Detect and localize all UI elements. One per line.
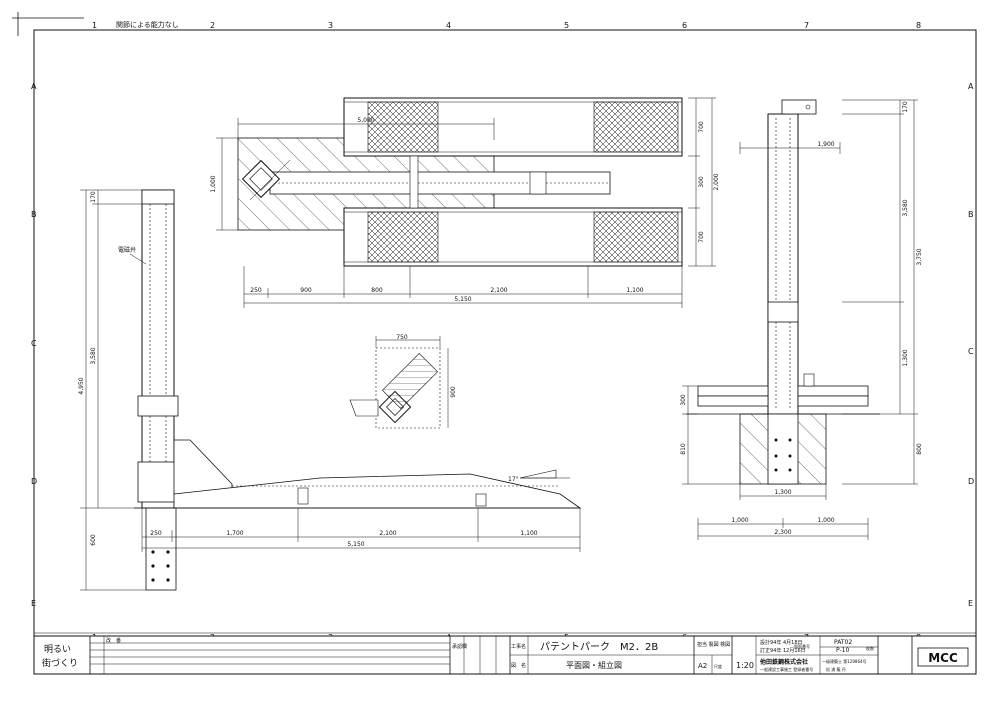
- plan-dim-bottom: 250: [250, 287, 262, 294]
- side-dim-bottom: 1,100: [520, 530, 537, 537]
- grid-col-label: 5: [564, 21, 569, 30]
- detail-dim-top: 750: [396, 334, 408, 341]
- grid-row-label: E: [968, 599, 973, 608]
- slogan-line-1: 明るい: [44, 644, 71, 655]
- grid-col-label: 6: [682, 21, 687, 30]
- company-sub: 一般建設工事施工 登録者番号: [760, 666, 813, 672]
- drawing-no-label: 図面番号: [794, 643, 810, 649]
- grid-row-label: C: [31, 339, 37, 348]
- drawing-label: 図 名: [511, 662, 526, 669]
- grid-col-label: 7: [804, 21, 809, 30]
- sheet-label: 枚数: [866, 645, 874, 651]
- front-dim-left-small: 300: [680, 394, 687, 406]
- detail-dim-right: 900: [450, 386, 457, 398]
- plan-dim-bottom: 1,100: [626, 287, 643, 294]
- paper-size: A2: [698, 662, 707, 670]
- front-dim-right: 800: [916, 443, 923, 455]
- grid-row-label: D: [968, 477, 974, 486]
- grid-row-label: A: [968, 82, 974, 91]
- side-dim-bottom: 2,100: [379, 530, 396, 537]
- plan-dim-bottom: 800: [371, 287, 383, 294]
- scale-label: 尺度: [714, 663, 722, 669]
- crop-mark: [12, 12, 84, 36]
- side-dim-total-bottom: 5,150: [347, 541, 364, 548]
- plan-view: 5,000 1,000 700 300 700 2,000 250 900 80…: [210, 97, 720, 308]
- front-dim-right: 3,580: [902, 199, 909, 216]
- side-dim-vertical: 600: [90, 534, 97, 546]
- check-labels: 担当 製図 検図: [697, 641, 730, 648]
- right-note-1: 一級建築士 第129864号: [822, 658, 867, 664]
- right-note-2: 松 浦 龍 丹: [826, 666, 846, 672]
- logo-text: MCC: [928, 651, 958, 665]
- front-view: 1,900 170 3,580 3,750 1,300 800 300 810 …: [680, 99, 923, 540]
- side-view: 17° 電磁弁 170 3,580 4,950 600 250 1,700 2,…: [78, 189, 582, 591]
- side-dim-vertical: 170: [90, 191, 97, 203]
- front-dim-pit-width: 1,300: [774, 489, 791, 496]
- side-sensor-label: 電磁弁: [118, 246, 136, 254]
- grid-row-label: B: [968, 210, 974, 219]
- front-dim-left-pit: 810: [680, 443, 687, 455]
- company-name: 他田鉄鋼株式会社: [759, 658, 808, 666]
- front-dim-total-bottom: 2,300: [774, 529, 791, 536]
- company-logo: [917, 647, 969, 667]
- grid-row-label: E: [31, 599, 36, 608]
- front-dim-right: 170: [902, 101, 909, 113]
- side-angle: 17°: [508, 476, 519, 483]
- grid-col-label: 2: [210, 21, 215, 30]
- plan-dim-bottom: 2,100: [490, 287, 507, 294]
- approval-label: 承認欄: [452, 643, 467, 650]
- revise-date: 訂正94年 12月16日: [760, 647, 806, 654]
- front-dim-bottom: 1,000: [817, 517, 834, 524]
- scale-value: 1:20: [736, 661, 754, 670]
- grid-row-label: B: [31, 210, 37, 219]
- grid-col-label: 8: [916, 21, 921, 30]
- front-dim-right: 1,300: [902, 349, 909, 366]
- design-date: 設計94年 4月18日: [760, 639, 803, 646]
- plan-dim-left: 1,000: [210, 175, 217, 192]
- drawing-name: 平面図・組立図: [566, 660, 622, 670]
- slogan-line-2: 街づくり: [42, 657, 78, 669]
- front-dim-bottom: 1,000: [731, 517, 748, 524]
- side-dim-bottom: 1,700: [226, 530, 243, 537]
- detail-view: 750 900: [349, 334, 457, 429]
- project-label: 工事名: [511, 643, 526, 650]
- plan-dim-right: 700: [698, 231, 705, 243]
- project-name: パテントパーク M2．2B: [540, 641, 658, 653]
- plan-dim-bottom: 900: [300, 287, 312, 294]
- grid-row-label: C: [968, 347, 974, 356]
- side-dim-vertical: 4,950: [78, 377, 85, 394]
- front-dim-right: 3,750: [916, 248, 923, 265]
- plan-dim-top: 5,000: [357, 117, 374, 124]
- grid-row-labels-left: A B C D E: [31, 82, 37, 608]
- revision-header: 改 番: [106, 637, 121, 644]
- plan-dim-total-bottom: 5,150: [454, 296, 471, 303]
- grid-column-labels-top: 1 2 3 4 5 6 7 8: [92, 21, 921, 30]
- front-dim-top: 1,900: [817, 141, 834, 148]
- plan-dim-right: 700: [698, 121, 705, 133]
- side-dim-vertical: 3,580: [90, 347, 97, 364]
- plan-dim-total-right: 2,000: [713, 173, 720, 190]
- plan-dim-right: 300: [698, 176, 705, 188]
- title-block: 明るい 街づくり 改 番 承認欄 工事名 パテントパーク M2．2B 図 名 平…: [33, 635, 977, 675]
- grid-col-label: 1: [92, 21, 97, 30]
- grid-col-label: 3: [328, 21, 333, 30]
- drawing-no-1: PAT02: [834, 639, 852, 646]
- grid-row-label: D: [31, 477, 37, 486]
- side-dim-bottom: 250: [150, 530, 162, 537]
- grid-col-label: 4: [446, 21, 451, 30]
- drawing-no-2: P-10: [836, 647, 849, 654]
- grid-row-label: A: [31, 82, 37, 91]
- grid-row-labels-right: A B C D E: [968, 82, 974, 608]
- top-note: 関節による能力なし: [116, 20, 179, 29]
